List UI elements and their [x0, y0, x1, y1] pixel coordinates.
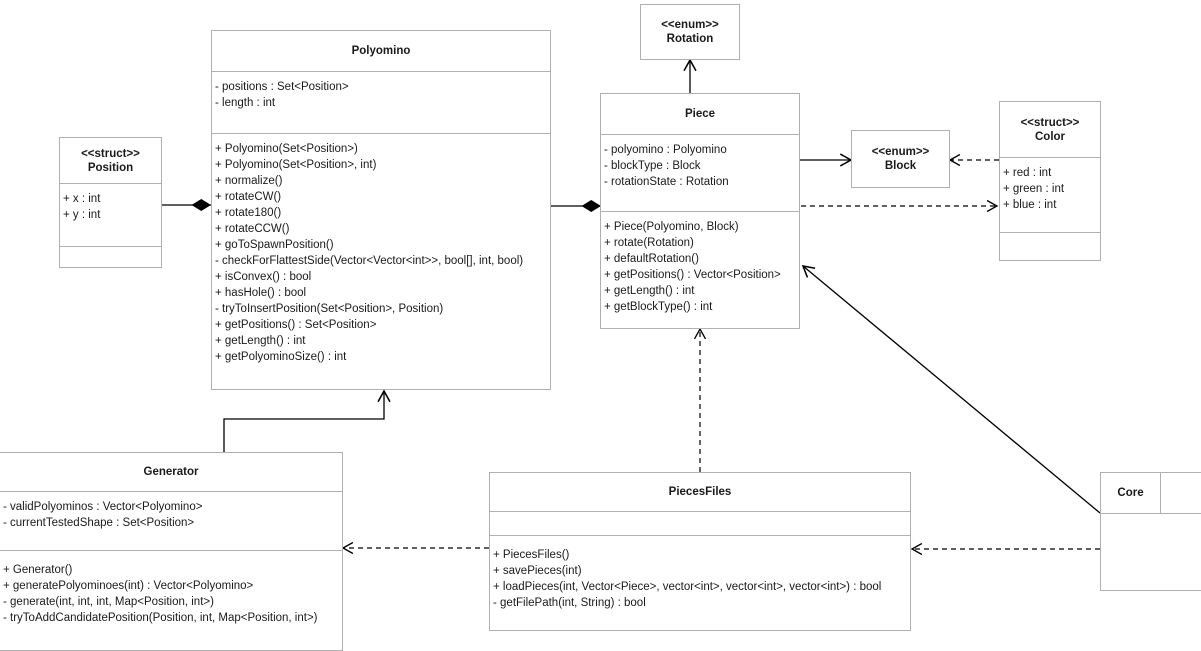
divider: [60, 246, 161, 247]
method-row: + getPolyominoSize() : int: [215, 351, 347, 363]
class-stereotype-position: <<struct>>: [81, 147, 140, 160]
method-row: + rotateCW(): [215, 191, 282, 203]
class-box-rotation[interactable]: <<enum>> Rotation: [640, 4, 740, 60]
class-box-core[interactable]: Core: [1100, 472, 1201, 591]
attribute-row: - rotationState : Rotation: [604, 176, 729, 188]
edge-generator-to-polyomino: [223, 389, 391, 452]
class-box-block[interactable]: <<enum>> Block: [851, 130, 950, 188]
class-header-piece: Piece: [601, 94, 799, 134]
class-methods-polyomino: + Polyomino(Set<Position>) + Polyomino(S…: [212, 134, 550, 371]
class-box-position[interactable]: <<struct>> Position + x : int + y : int: [59, 137, 162, 268]
class-attributes-piece: - polyomino : Polyomino - blockType : Bl…: [601, 135, 799, 211]
method-row: - getFilePath(int, String) : bool: [493, 597, 646, 609]
method-row: - generate(int, int, int, Map<Position, …: [3, 596, 214, 608]
class-name-piece: Piece: [684, 108, 716, 120]
class-name-polyomino: Polyomino: [351, 45, 411, 57]
class-box-polyomino[interactable]: Polyomino - positions : Set<Position> - …: [211, 30, 551, 390]
class-header-rotation: <<enum>> Rotation: [641, 5, 739, 59]
divider: [1000, 157, 1100, 158]
attribute-row: - positions : Set<Position>: [215, 81, 349, 93]
class-header-polyomino: Polyomino: [212, 31, 550, 71]
class-header-position: <<struct>> Position: [60, 138, 161, 183]
divider: [601, 134, 799, 135]
method-row: + goToSpawnPosition(): [215, 239, 334, 251]
attribute-row: + x : int: [63, 193, 101, 205]
class-methods-generator: + Generator() + generatePolyominoes(int)…: [0, 551, 342, 632]
method-row: - tryToAddCandidatePosition(Position, in…: [3, 612, 318, 624]
method-row: + defaultRotation(): [604, 253, 699, 265]
method-row: + getBlockType() : int: [604, 301, 713, 313]
class-name-position: Position: [87, 161, 134, 174]
divider: [60, 183, 161, 184]
divider: [490, 535, 910, 536]
attribute-row: - polyomino : Polyomino: [604, 144, 727, 156]
divider: [0, 550, 342, 551]
divider: [1101, 513, 1201, 514]
class-name-block: Block: [884, 160, 917, 172]
class-attributes-polyomino: - positions : Set<Position> - length : i…: [212, 72, 550, 133]
method-row: + PiecesFiles(): [493, 549, 570, 561]
method-row: - tryToInsertPosition(Set<Position>, Pos…: [215, 303, 444, 315]
method-row: - checkForFlattestSide(Vector<Vector<int…: [215, 255, 524, 267]
attribute-row: - currentTestedShape : Set<Position>: [3, 517, 195, 529]
divider: [490, 511, 910, 512]
method-row: + Generator(): [3, 564, 73, 576]
method-row: + getPositions() : Set<Position>: [215, 319, 377, 331]
attribute-row: + red : int: [1003, 167, 1052, 179]
method-row: + getLength() : int: [604, 285, 695, 297]
class-box-color[interactable]: <<struct>> Color + red : int + green : i…: [999, 101, 1101, 261]
attribute-row: - validPolyominos : Vector<Polyomino>: [3, 501, 203, 513]
divider: [212, 71, 550, 72]
method-row: + rotate180(): [215, 207, 282, 219]
class-header-block: <<enum>> Block: [852, 131, 949, 187]
method-row: + generatePolyominoes(int) : Vector<Poly…: [3, 580, 254, 592]
class-methods-piece: + Piece(Polyomino, Block) + rotate(Rotat…: [601, 212, 799, 321]
method-row: + isConvex() : bool: [215, 271, 312, 283]
class-name-core: Core: [1117, 487, 1144, 499]
method-row: + rotateCCW(): [215, 223, 290, 235]
class-name-color: Color: [1034, 130, 1066, 143]
class-name-piecesfiles: PiecesFiles: [668, 486, 732, 498]
class-header-color: <<struct>> Color: [1000, 102, 1100, 157]
method-row: + Polyomino(Set<Position>): [215, 143, 358, 155]
method-row: + hasHole() : bool: [215, 287, 307, 299]
class-box-piece[interactable]: Piece - polyomino : Polyomino - blockTyp…: [600, 93, 800, 329]
method-row: + getPositions() : Vector<Position>: [604, 269, 781, 281]
class-header-core: Core: [1101, 473, 1161, 513]
method-row: + Piece(Polyomino, Block): [604, 221, 739, 233]
class-methods-piecesfiles: + PiecesFiles() + savePieces(int) + load…: [490, 536, 910, 617]
attribute-row: - blockType : Block: [604, 160, 701, 172]
class-name-generator: Generator: [143, 466, 199, 478]
attribute-row: + blue : int: [1003, 199, 1057, 211]
method-row: + normalize(): [215, 175, 283, 187]
attribute-row: - length : int: [215, 97, 276, 109]
class-stereotype-color: <<struct>>: [1020, 116, 1080, 129]
class-name-rotation: Rotation: [666, 33, 714, 45]
class-header-generator: Generator: [0, 453, 342, 491]
class-header-piecesfiles: PiecesFiles: [490, 473, 910, 511]
attribute-row: + green : int: [1003, 183, 1065, 195]
class-attributes-color: + red : int + green : int + blue : int: [1000, 158, 1100, 232]
class-attributes-position: + x : int + y : int: [60, 184, 161, 246]
method-row: + loadPieces(int, Vector<Piece>, vector<…: [493, 581, 882, 593]
class-attributes-piecesfiles: [490, 512, 910, 535]
method-row: + Polyomino(Set<Position>, int): [215, 159, 377, 171]
method-row: + getLength() : int: [215, 335, 306, 347]
divider: [0, 491, 342, 492]
class-attributes-generator: - validPolyominos : Vector<Polyomino> - …: [0, 492, 342, 550]
class-box-piecesfiles[interactable]: PiecesFiles + PiecesFiles() + savePieces…: [489, 472, 911, 631]
method-row: + savePieces(int): [493, 565, 582, 577]
divider: [212, 133, 550, 134]
method-row: + rotate(Rotation): [604, 237, 694, 249]
attribute-row: + y : int: [63, 209, 101, 221]
divider: [1000, 232, 1100, 233]
class-stereotype-block: <<enum>>: [871, 146, 930, 158]
class-stereotype-rotation: <<enum>>: [661, 19, 719, 31]
divider: [601, 211, 799, 212]
class-box-generator[interactable]: Generator - validPolyominos : Vector<Pol…: [0, 452, 343, 651]
